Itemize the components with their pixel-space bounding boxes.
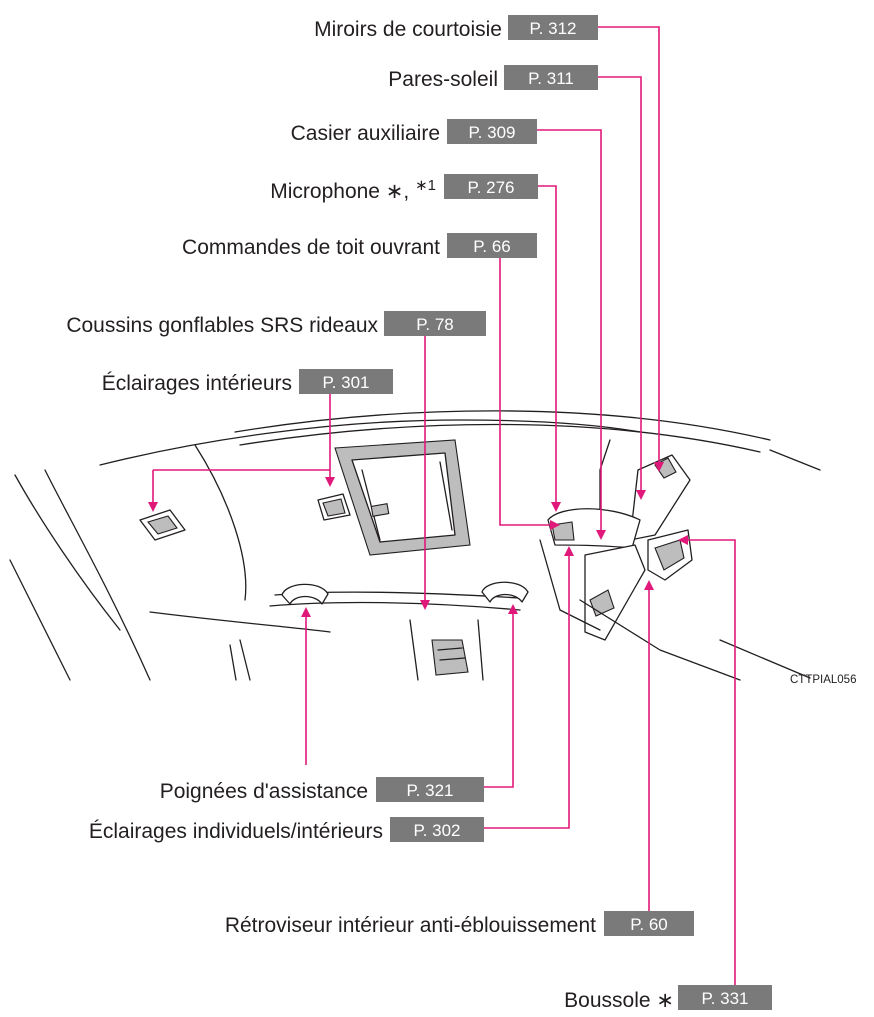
callout-superscript: ∗1: [415, 177, 436, 194]
leader-line: [598, 26, 660, 470]
page-ref: P. 309: [469, 123, 516, 142]
leader-arrowheads: [148, 462, 688, 617]
page-ref-box: [384, 311, 486, 336]
page-ref: P. 301: [323, 373, 370, 392]
page-ref-box: [508, 15, 598, 40]
page-ref: P. 60: [630, 915, 668, 934]
leader-line: [598, 76, 642, 498]
page-ref: P. 66: [473, 237, 511, 256]
callout-label: Pares-soleil: [388, 68, 498, 91]
leader-line: [484, 548, 570, 829]
callout-label: Éclairages intérieurs: [102, 372, 292, 395]
callout-label: Commandes de toit ouvrant: [182, 236, 440, 259]
callout-compass: Boussole ∗ P. 331: [564, 539, 772, 1012]
callout-label: Boussole ∗: [564, 989, 674, 1012]
page-ref-box: [299, 369, 393, 394]
callout-personal-lights: Éclairages individuels/intérieurs P. 302: [89, 548, 570, 843]
callout-label: Miroirs de courtoisie: [314, 18, 502, 41]
callout-label: Poignées d'assistance: [160, 780, 368, 803]
callout-courtesy-mirrors: Miroirs de courtoisie P. 312: [314, 15, 660, 470]
callout-rearview-mirror: Rétroviseur intérieur anti-éblouissement…: [225, 582, 694, 937]
page-ref: P. 276: [468, 178, 515, 197]
page-ref: P. 312: [530, 19, 577, 38]
callout-label-text: Microphone ∗,: [270, 180, 415, 203]
callout-label: Rétroviseur intérieur anti-éblouissement: [225, 914, 596, 937]
page-ref-box: [504, 65, 598, 90]
callout-label: Casier auxiliaire: [291, 122, 440, 145]
image-code: CTTPIAL056: [790, 674, 856, 686]
page-ref: P. 321: [407, 781, 454, 800]
page-ref-box: [447, 233, 537, 258]
page-ref: P. 302: [414, 821, 461, 840]
leader-line: [538, 185, 557, 510]
callout-sun-visors: Pares-soleil P. 311: [388, 65, 642, 498]
car-interior-drawing: [9, 410, 821, 681]
page-ref-box: [447, 119, 537, 144]
callout-auxiliary-box: Casier auxiliaire P. 309: [291, 119, 602, 538]
callout-label: Microphone ∗, ∗1: [270, 177, 436, 203]
leader-line: [484, 606, 514, 788]
callout-label: Éclairages individuels/intérieurs: [89, 820, 383, 843]
page-ref: P. 311: [528, 69, 574, 88]
callout-curtain-airbags: Coussins gonflables SRS rideaux P. 78: [66, 311, 486, 608]
page-ref-box: [678, 985, 772, 1010]
callout-label: Coussins gonflables SRS rideaux: [66, 314, 378, 337]
callout-sunroof-switches: Commandes de toit ouvrant P. 66: [182, 233, 558, 526]
page-ref: P. 331: [702, 989, 749, 1008]
page-ref-box: [376, 777, 484, 802]
page-ref-box: [390, 817, 484, 842]
leader-line: [499, 258, 558, 526]
callout-interior-lights: Éclairages intérieurs P. 301: [102, 369, 393, 510]
page-ref-box: [444, 174, 538, 199]
leader-line: [680, 539, 736, 985]
page-ref: P. 78: [416, 315, 454, 334]
leader-line: [537, 129, 602, 538]
page-ref-box: [604, 911, 694, 936]
callout-microphone: Microphone ∗, ∗1 P. 276: [270, 174, 557, 510]
callout-assist-grips: Poignées d'assistance P. 321: [160, 606, 514, 803]
